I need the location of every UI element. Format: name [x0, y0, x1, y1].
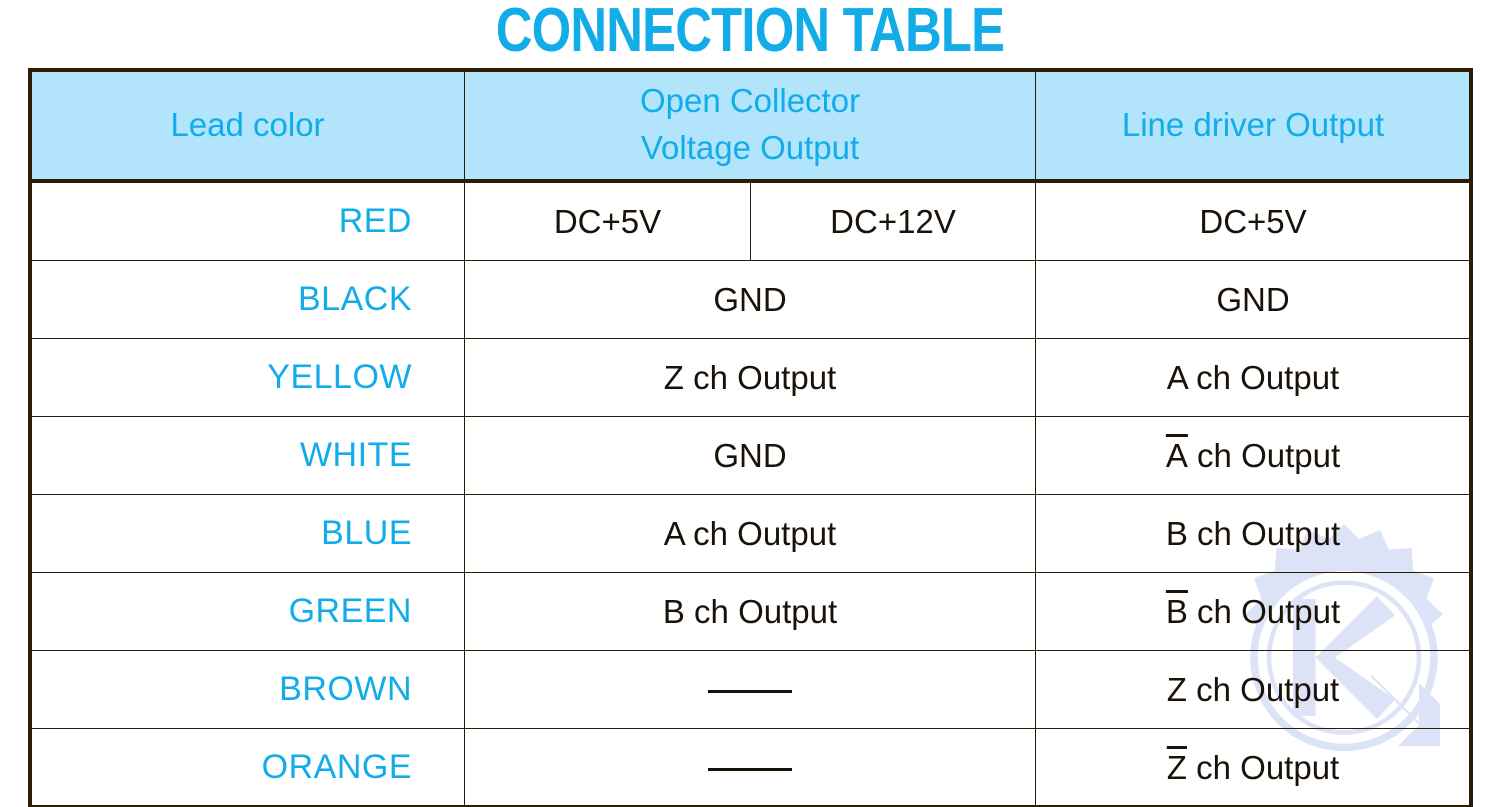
lead-color-label: YELLOW	[267, 358, 412, 396]
cell-value: DC+12V	[830, 202, 956, 240]
cell-lead-color: BLACK	[30, 260, 465, 339]
cell-value: B ch Output	[662, 592, 838, 630]
table-header-row: Lead color Open Collector Voltage Output…	[30, 70, 1472, 183]
page-title: CONNECTION TABLE	[495, 0, 1005, 65]
cell-open-collector	[463, 650, 1037, 729]
lead-color-label: ORANGE	[261, 748, 412, 786]
cell-open-collector-b: DC+12V	[749, 180, 1037, 261]
cell-open-collector	[463, 728, 1037, 807]
cell-open-collector-a: DC+5V	[464, 180, 751, 261]
cell-open-collector: B ch Output	[463, 572, 1037, 651]
cell-value: DC+5V	[553, 202, 662, 240]
cell-lead-color: YELLOW	[30, 338, 465, 417]
table-row: WHITE GND A ch Output	[30, 416, 1472, 495]
cell-line-driver: B ch Output	[1035, 572, 1472, 651]
table-row: BROWN Z ch Output	[30, 650, 1472, 729]
header-cell-line-driver: Line driver Output	[1035, 70, 1472, 183]
cell-value: A ch Output	[1165, 437, 1341, 474]
table-row: YELLOW Z ch Output A ch Output	[30, 338, 1472, 417]
dash-placeholder	[465, 671, 1035, 709]
cell-value: Z ch Output	[1166, 670, 1340, 708]
cell-value: GND	[713, 436, 787, 474]
dash-line-icon	[708, 768, 792, 772]
lead-color-label: BLACK	[298, 280, 412, 318]
dash-placeholder	[465, 749, 1035, 787]
cell-line-driver: Z ch Output	[1035, 650, 1472, 729]
cell-value: Z ch Output	[1166, 749, 1340, 786]
cell-lead-color: ORANGE	[30, 728, 465, 807]
cell-lead-color: BLUE	[30, 494, 465, 573]
table-row: GREEN B ch Output B ch Output	[30, 572, 1472, 651]
cell-open-collector: GND	[463, 260, 1037, 339]
header-label-open-collector: Open Collector Voltage Output	[639, 82, 861, 166]
table-row: RED DC+5V DC+12V DC+5V	[30, 180, 1472, 261]
cell-lead-color: GREEN	[30, 572, 465, 651]
header-cell-lead-color: Lead color	[30, 70, 465, 183]
cell-open-collector: A ch Output	[463, 494, 1037, 573]
overline-char: Z	[1166, 749, 1187, 786]
cell-line-driver: GND	[1035, 260, 1472, 339]
lead-color-label: GREEN	[288, 592, 412, 630]
cell-line-driver: A ch Output	[1035, 416, 1472, 495]
table-row: BLUE A ch Output B ch Output	[30, 494, 1472, 573]
header-cell-open-collector: Open Collector Voltage Output	[463, 70, 1037, 183]
lead-color-label: RED	[338, 202, 412, 240]
cell-lead-color: BROWN	[30, 650, 465, 729]
cell-open-collector: Z ch Output	[463, 338, 1037, 417]
table-row: ORANGE Z ch Output	[30, 728, 1472, 807]
cell-value: A ch Output	[1166, 358, 1340, 396]
cell-value: Z ch Output	[663, 358, 837, 396]
overline-char: A	[1165, 437, 1188, 474]
connection-table: Lead color Open Collector Voltage Output…	[27, 68, 1474, 807]
lead-color-label: WHITE	[299, 436, 412, 474]
cell-lead-color: WHITE	[30, 416, 465, 495]
cell-value: GND	[713, 280, 787, 318]
cell-line-driver: Z ch Output	[1035, 728, 1472, 807]
cell-line-driver: DC+5V	[1035, 180, 1472, 261]
cell-line-driver: B ch Output	[1035, 494, 1472, 573]
cell-line-driver: A ch Output	[1035, 338, 1472, 417]
cell-open-collector: GND	[463, 416, 1037, 495]
header-label-lead-color: Lead color	[170, 105, 325, 143]
cell-value: B ch Output	[1165, 514, 1341, 552]
cell-value: GND	[1216, 280, 1290, 318]
cell-value: DC+5V	[1199, 202, 1307, 240]
cell-value: B ch Output	[1165, 593, 1341, 630]
table-row: BLACK GND GND	[30, 260, 1472, 339]
table-body: Lead color Open Collector Voltage Output…	[30, 70, 1472, 807]
lead-color-label: BLUE	[321, 514, 412, 552]
dash-line-icon	[708, 690, 792, 694]
cell-value: A ch Output	[663, 514, 837, 552]
overline-char: B	[1165, 593, 1188, 630]
lead-color-label: BROWN	[279, 670, 412, 708]
connection-table-wrapper: Lead color Open Collector Voltage Output…	[27, 68, 1474, 807]
cell-lead-color: RED	[30, 180, 465, 261]
header-label-line-driver: Line driver Output	[1121, 105, 1385, 143]
